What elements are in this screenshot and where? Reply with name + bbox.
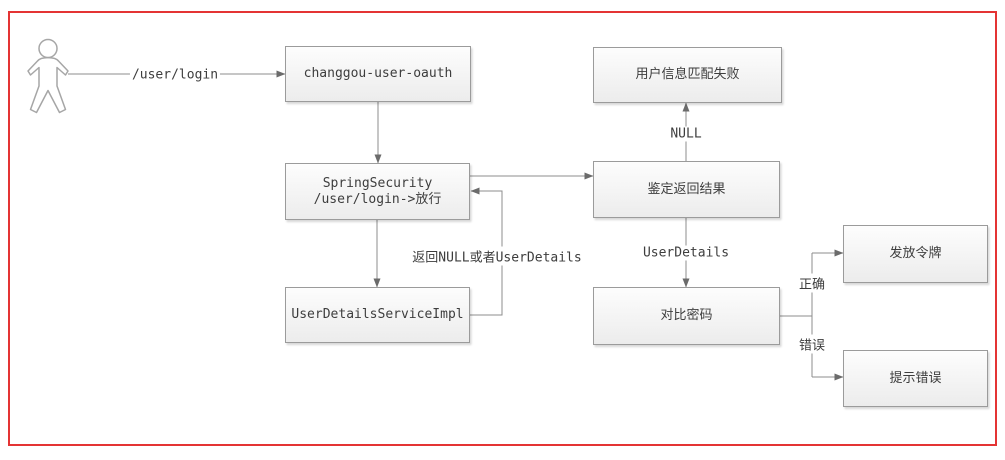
edge-label-userdetails: UserDetails <box>640 245 732 261</box>
node-changgou-user-oauth: changgou-user-oauth <box>285 46 471 102</box>
edge-label-return-null-or-userdetails: 返回NULL或者UserDetails <box>410 246 584 266</box>
edge-label-login-path: /user/login <box>129 67 221 83</box>
node-label: 发放令牌 <box>889 246 942 261</box>
edge-label-wrong: 错误 <box>796 334 828 354</box>
node-label: UserDetailsServiceImpl <box>291 307 464 322</box>
node-issue-token: 发放令牌 <box>843 225 988 283</box>
node-label: 鉴定返回结果 <box>647 181 726 197</box>
edge-label-correct: 正确 <box>796 273 828 293</box>
node-user-info-match-fail: 用户信息匹配失败 <box>593 47 782 103</box>
node-label: 用户信息匹配失败 <box>635 67 740 82</box>
node-label-line1: SpringSecurity <box>322 175 433 191</box>
edge-compare-branch-trunk <box>780 253 813 377</box>
node-label-line2: /user/login->放行 <box>313 191 442 207</box>
edge-label-null: NULL <box>668 126 704 142</box>
node-label: 对比密码 <box>660 308 713 323</box>
node-label: changgou-user-oauth <box>303 66 453 81</box>
node-spring-security: SpringSecurity /user/login->放行 <box>285 163 470 220</box>
node-show-error: 提示错误 <box>843 350 988 407</box>
node-compare-password: 对比密码 <box>593 287 780 345</box>
diagram-frame-border <box>8 11 997 446</box>
node-verify-return-result: 鉴定返回结果 <box>593 161 780 218</box>
node-label: 提示错误 <box>889 370 942 386</box>
person-icon <box>27 38 69 114</box>
node-user-details-service-impl: UserDetailsServiceImpl <box>285 287 470 343</box>
